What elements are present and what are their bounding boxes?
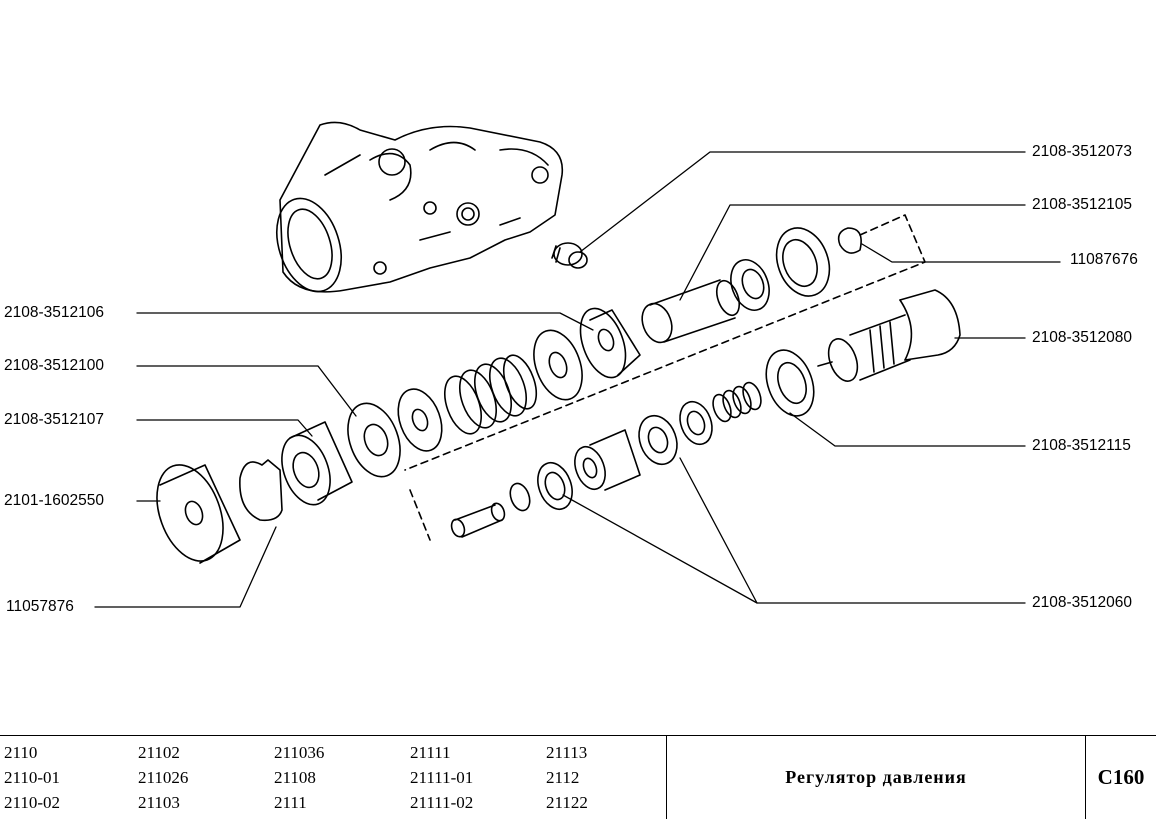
label-2108-3512073: 2108-3512073 (1032, 143, 1132, 160)
diagram-title: Регулятор давления (667, 736, 1086, 819)
part-bushing-lower (281, 421, 353, 506)
model-code: 211036 (274, 743, 325, 762)
part-retaining-clip (837, 227, 862, 254)
model-code: 2112 (546, 768, 580, 787)
label-11057876: 11057876 (6, 598, 74, 615)
label-2108-3512106: 2108-3512106 (4, 304, 104, 321)
part-small-bushing (638, 414, 678, 466)
model-code: 2111 (274, 793, 307, 812)
part-small-ring (679, 400, 713, 446)
part-cover (156, 464, 241, 564)
label-2108-3512107: 2108-3512107 (4, 411, 104, 428)
part-thin-ring (509, 482, 531, 512)
part-bushing-mid (347, 402, 401, 478)
model-code: 2110-02 (4, 793, 61, 812)
leader-lines (94, 151, 1061, 608)
label-11087676: 11087676 (1070, 251, 1138, 268)
title-block: 2110 2110-01 2110-02 21102 211026 21103 … (0, 735, 1156, 819)
part-cap-ring (775, 227, 831, 297)
label-2101-1602550: 2101-1602550 (4, 492, 104, 509)
label-2108-3512100: 2108-3512100 (4, 357, 104, 374)
model-code: 21122 (546, 793, 588, 812)
model-code: 21102 (138, 743, 180, 762)
dashed-bracket-lower (409, 489, 431, 541)
part-small-spring (712, 381, 762, 423)
part-washer-left (397, 388, 443, 452)
label-2108-3512115: 2108-3512115 (1032, 437, 1131, 454)
part-snap-ring (239, 459, 283, 522)
model-code: 211026 (138, 768, 189, 787)
part-bushing-upper (579, 307, 641, 379)
label-2108-3512080: 2108-3512080 (1032, 329, 1132, 346)
part-washer-mid (533, 329, 583, 401)
part-sleeve (574, 429, 641, 491)
model-code: 2110 (4, 743, 38, 762)
model-code: 2110-01 (4, 768, 61, 787)
label-2108-3512105: 2108-3512105 (1032, 196, 1132, 213)
exploded-parts-diagram (94, 121, 1061, 608)
page-code: C160 (1097, 765, 1145, 789)
part-small-valve (551, 242, 588, 269)
regulator-housing (276, 121, 564, 293)
model-code: 21103 (138, 793, 180, 812)
model-code: 21111-01 (410, 768, 474, 787)
label-2108-3512060: 2108-3512060 (1032, 594, 1132, 611)
part-washer-large (765, 349, 815, 417)
model-code: 21111-02 (410, 793, 474, 812)
model-list: 2110 2110-01 2110-02 21102 211026 21103 … (0, 736, 667, 819)
model-code: 21108 (274, 768, 316, 787)
part-pin (450, 502, 506, 538)
dashed-bracket-upper (404, 214, 926, 471)
part-piston (641, 259, 770, 344)
model-code: 21113 (546, 743, 588, 762)
part-spring (443, 354, 538, 435)
model-code: 21111 (410, 743, 451, 762)
part-threaded-plug (817, 289, 961, 382)
part-seal (537, 461, 573, 511)
